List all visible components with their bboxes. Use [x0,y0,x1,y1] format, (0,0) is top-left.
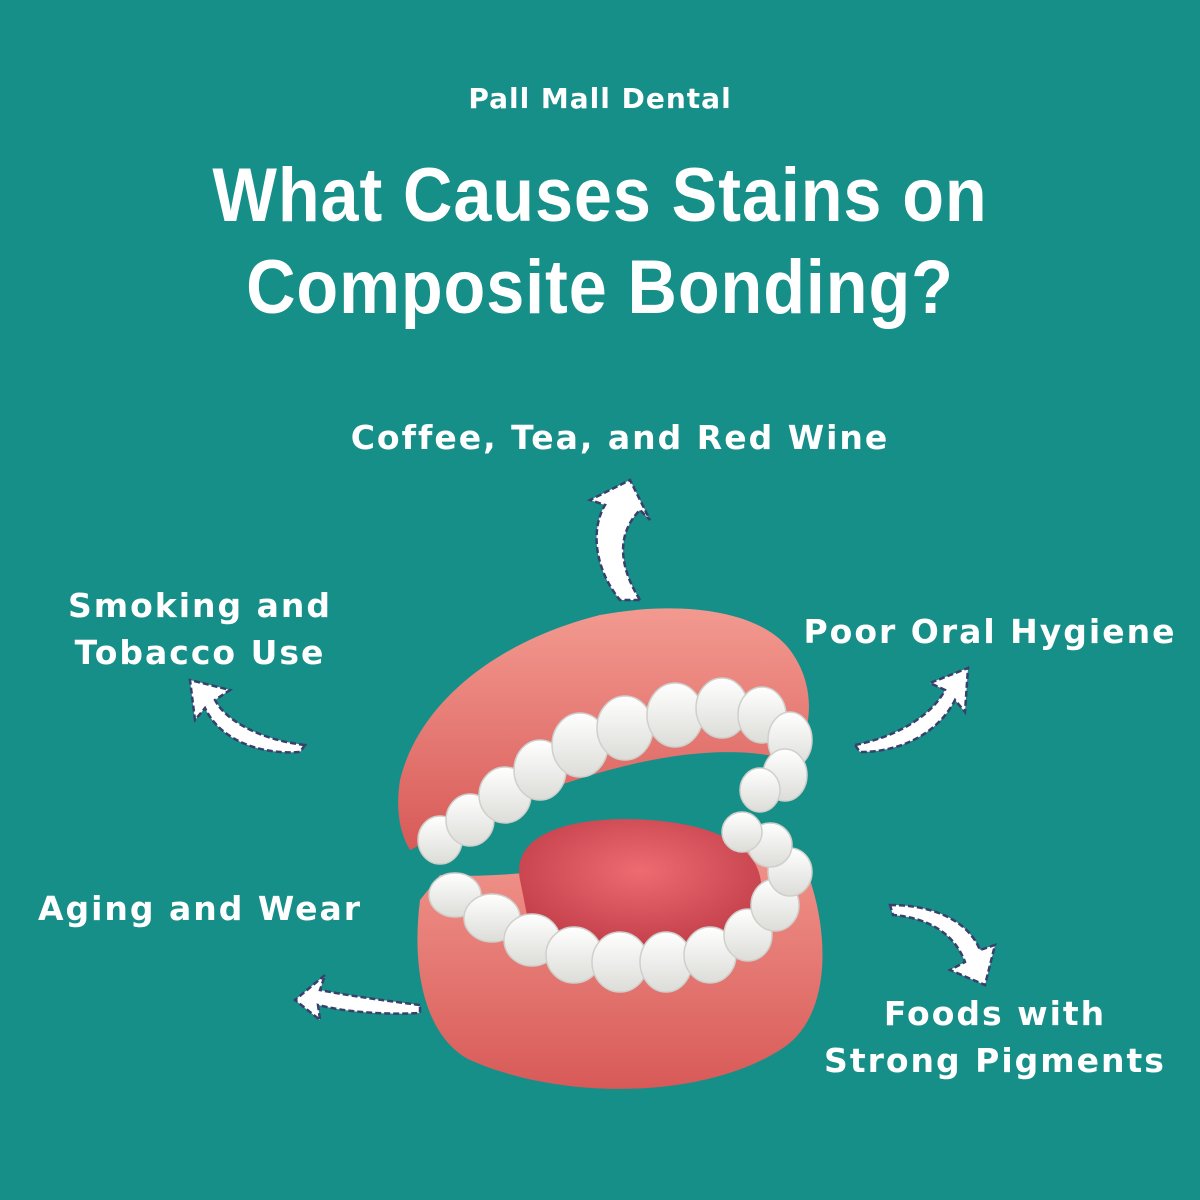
cause-foods-line-2: Strong Pigments [824,1041,1166,1080]
lower-teeth [428,811,813,993]
title-line-2: Composite Bonding? [246,245,954,330]
cause-smoking: Smoking and Tobacco Use [40,582,360,676]
arrow-left-icon [293,971,422,1023]
tongue [519,819,762,950]
cause-coffee-tea-wine: Coffee, Tea, and Red Wine [350,418,890,457]
arrow-down-right-icon [888,903,997,987]
arrow-up-right-icon [852,666,970,754]
title-line-1: What Causes Stains on [212,153,988,238]
upper-teeth [417,677,813,865]
cause-pigmented-foods: Foods with Strong Pigments [800,990,1190,1084]
arrow-up-icon [586,478,652,602]
brand-name: Pall Mall Dental [468,82,732,115]
cause-smoking-line-1: Smoking and [67,586,333,625]
arrows [188,478,997,1023]
cause-aging: Aging and Wear [37,889,363,928]
cause-oral-hygiene: Poor Oral Hygiene [803,612,1177,651]
cause-foods-line-1: Foods with [883,994,1107,1033]
denture-model [398,608,823,1089]
page-title: What Causes Stains on Composite Bonding? [60,150,1140,334]
arrow-up-left-icon [188,678,308,754]
cause-smoking-line-2: Tobacco Use [74,633,326,672]
